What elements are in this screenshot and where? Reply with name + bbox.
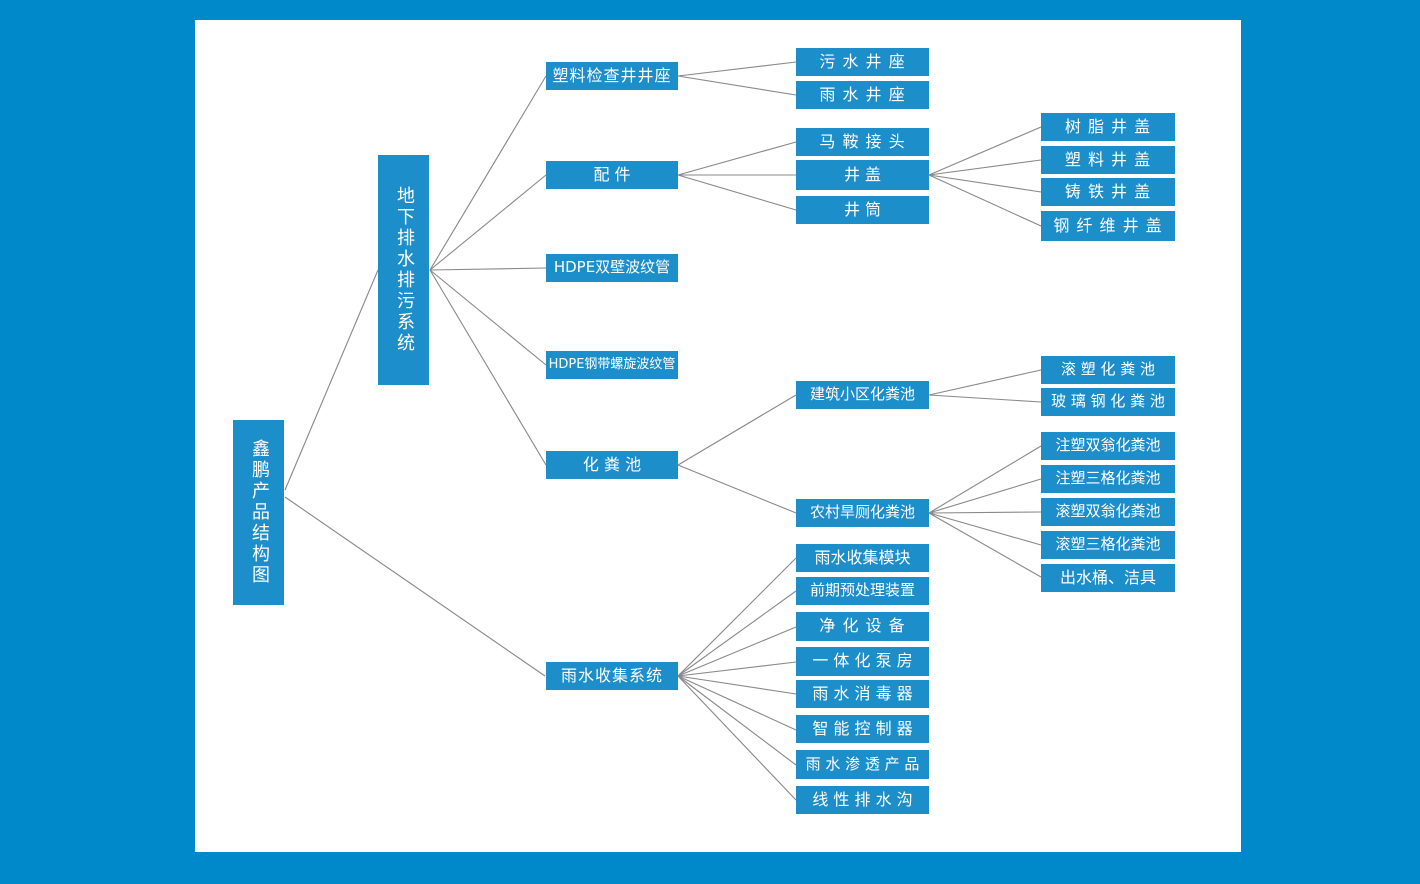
- node-fittings[interactable]: 配 件: [546, 161, 678, 189]
- node-rotomolded-septic-tank[interactable]: 滚 塑 化 粪 池: [1041, 356, 1175, 384]
- node-steel-fiber-manhole-cover[interactable]: 钢 纤 维 井 盖: [1041, 211, 1175, 241]
- node-underground-drainage-system[interactable]: 地下排水排污系统: [378, 155, 429, 385]
- node-hdpe-steel-belt-spiral-corrugated-pipe[interactable]: HDPE钢带螺旋波纹管: [546, 351, 678, 379]
- node-linear-drainage-channel[interactable]: 线 性 排 水 沟: [796, 786, 929, 814]
- node-injection-molded-three-compartment-septic-tank[interactable]: 注塑三格化粪池: [1041, 465, 1175, 493]
- node-resin-manhole-cover[interactable]: 树 脂 井 盖: [1041, 113, 1175, 141]
- root-node[interactable]: 鑫鹏产品结构图: [233, 420, 284, 605]
- node-plastic-manhole-cover[interactable]: 塑 料 井 盖: [1041, 146, 1175, 174]
- node-frp-septic-tank[interactable]: 玻 璃 钢 化 粪 池: [1041, 388, 1175, 416]
- node-rainwater-well-base[interactable]: 雨 水 井 座: [796, 81, 929, 109]
- node-rainwater-sterilizer[interactable]: 雨 水 消 毒 器: [796, 680, 929, 708]
- node-pre-treatment-device[interactable]: 前期预处理装置: [796, 577, 929, 605]
- node-cast-iron-manhole-cover[interactable]: 铸 铁 井 盖: [1041, 178, 1175, 206]
- node-rainwater-collection-system[interactable]: 雨水收集系统: [546, 662, 678, 690]
- node-purification-equipment[interactable]: 净 化 设 备: [796, 612, 929, 641]
- node-hdpe-double-wall-corrugated-pipe[interactable]: HDPE双壁波纹管: [546, 254, 678, 282]
- node-rural-dry-toilet-septic-tank[interactable]: 农村旱厕化粪池: [796, 499, 929, 527]
- node-integrated-pump-house[interactable]: 一 体 化 泵 房: [796, 647, 929, 676]
- node-sewage-well-base[interactable]: 污 水 井 座: [796, 48, 929, 76]
- node-septic-tank[interactable]: 化 粪 池: [546, 451, 678, 479]
- node-plastic-inspection-well-base[interactable]: 塑料检查井井座: [546, 62, 678, 90]
- node-rotomolded-three-compartment-septic-tank[interactable]: 滚塑三格化粪池: [1041, 531, 1175, 559]
- node-manhole-cover[interactable]: 井 盖: [796, 160, 929, 190]
- node-rainwater-collection-module[interactable]: 雨水收集模块: [796, 544, 929, 572]
- node-residential-community-septic-tank[interactable]: 建筑小区化粪池: [796, 381, 929, 409]
- node-smart-controller[interactable]: 智 能 控 制 器: [796, 715, 929, 743]
- node-rainwater-infiltration-product[interactable]: 雨 水 渗 透 产 品: [796, 750, 929, 779]
- node-outlet-bucket-and-sanitary-ware[interactable]: 出水桶、洁具: [1041, 564, 1175, 592]
- node-rotomolded-double-urn-septic-tank[interactable]: 滚塑双翁化粪池: [1041, 498, 1175, 526]
- node-well-shaft[interactable]: 井 筒: [796, 196, 929, 224]
- node-saddle-joint[interactable]: 马 鞍 接 头: [796, 128, 929, 156]
- node-injection-molded-double-urn-septic-tank[interactable]: 注塑双翁化粪池: [1041, 432, 1175, 460]
